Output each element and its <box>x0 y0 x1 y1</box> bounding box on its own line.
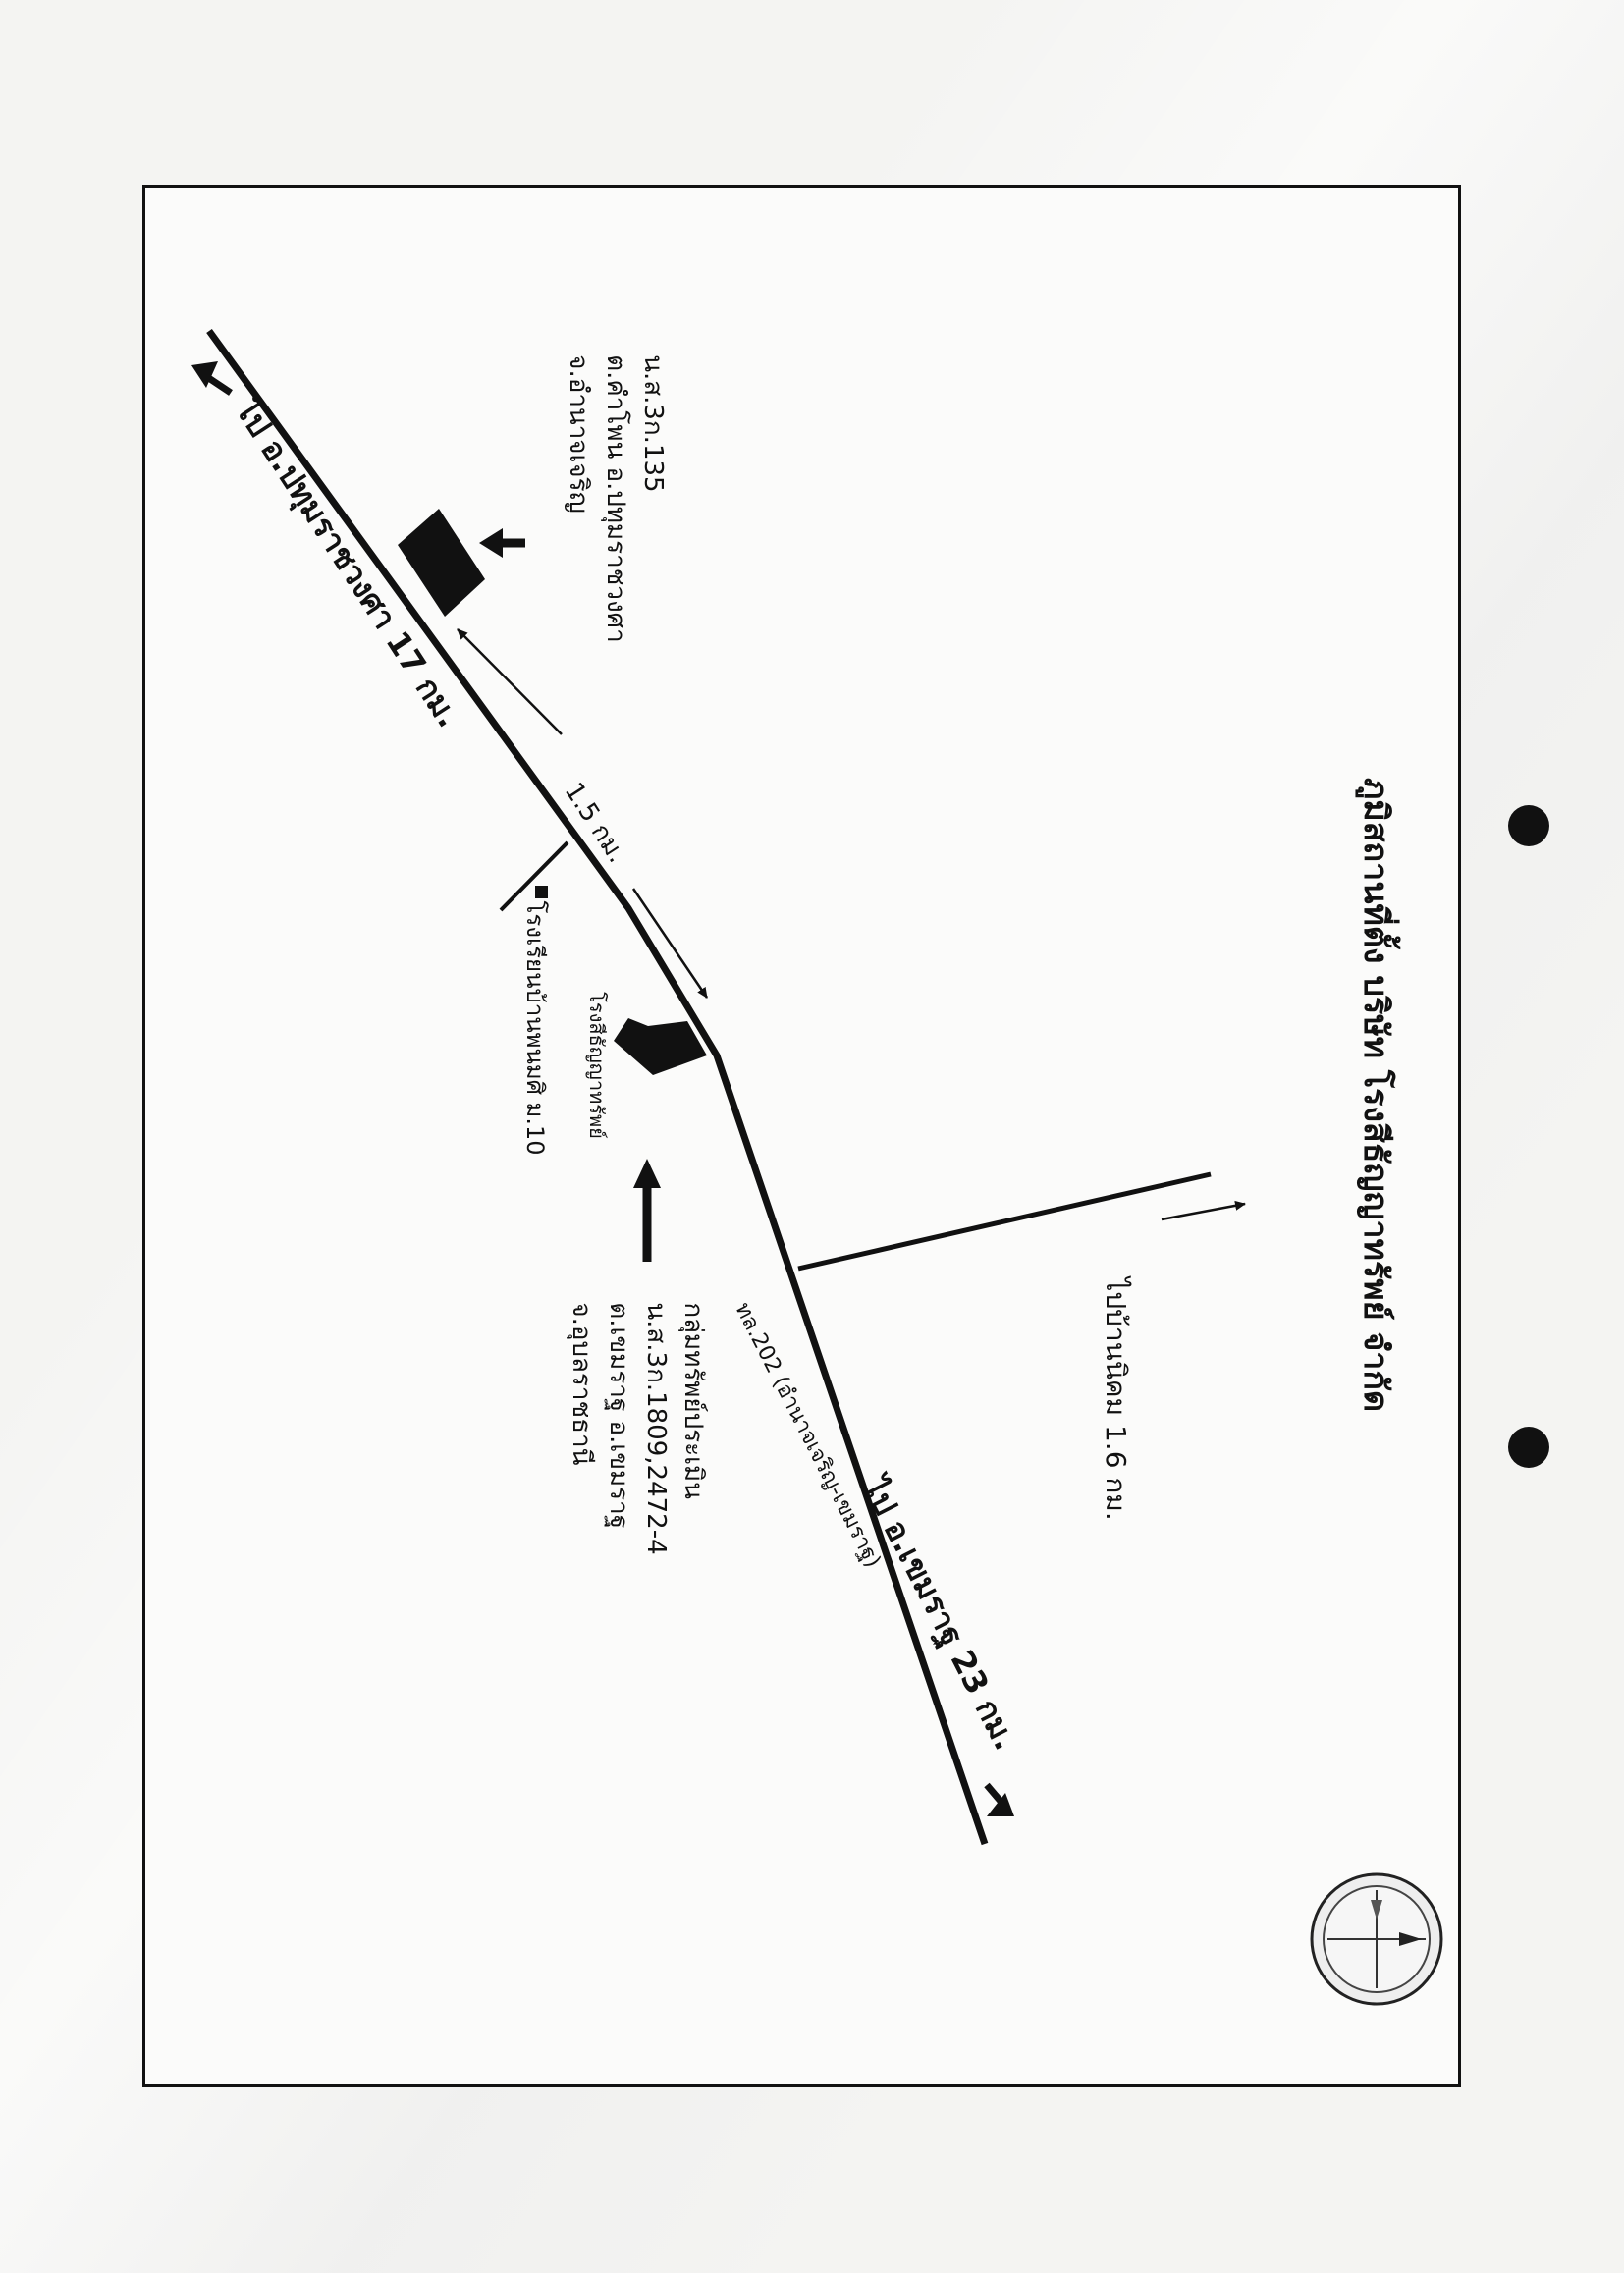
distance-line-2 <box>631 888 709 999</box>
distance-line-1 <box>457 628 563 735</box>
branch-road-school <box>499 840 569 912</box>
school-marker <box>535 886 548 898</box>
village-road-label: ไปบ้านนิคม 1.6 กม. <box>1100 1277 1132 1521</box>
punch-hole <box>1508 1427 1549 1468</box>
property-main-line-2: น.ส.3ก.1809,2472-4 <box>641 1302 671 1555</box>
property-135-line-3: จ.อำนาจเจริญ <box>564 354 593 514</box>
property-135-info: น.ส.3ก.135 ต.คำโพน อ.ปทุมราชวงศา จ.อำนาจ… <box>560 354 672 643</box>
property-135-line-2: ต.คำโพน อ.ปทุมราชวงศา <box>601 354 630 643</box>
arrow-northwest-icon <box>191 361 233 396</box>
main-road <box>206 328 989 1846</box>
branch-road-village <box>797 1171 1212 1272</box>
village-arrow <box>1161 1200 1246 1221</box>
property-main-line-3: ต.เขมราฐ อ.เขมราฐ <box>604 1302 633 1530</box>
property-main-line-1: กลุ่มทรัพย์ประเมิน <box>678 1302 708 1499</box>
property-135-arrow-icon <box>479 528 525 558</box>
property-main-info: กลุ่มทรัพย์ประเมิน น.ส.3ก.1809,2472-4 ต.… <box>563 1302 712 1554</box>
property-135-block <box>398 509 485 617</box>
punch-hole <box>1508 805 1549 846</box>
arrow-southeast-icon <box>984 1782 1014 1816</box>
mill-label: โรงสีธัญญาทรัพย์ <box>585 992 609 1139</box>
property-main-line-4: จ.อุบลราชธานี <box>567 1302 596 1466</box>
mill-block <box>614 1018 707 1075</box>
compass-icon <box>1310 1872 1443 2006</box>
school-label: โรงเรียนบ้านพนมศิ ม.10 <box>521 900 549 1156</box>
map-title: ภูมิสถานที่ตั้ง บริษัท โรงสีธัญญาทรัพย์ … <box>1356 777 1395 1413</box>
map-frame <box>142 185 1461 2087</box>
property-135-line-1: น.ส.3ก.135 <box>638 354 668 493</box>
mill-arrow-icon <box>633 1159 661 1262</box>
